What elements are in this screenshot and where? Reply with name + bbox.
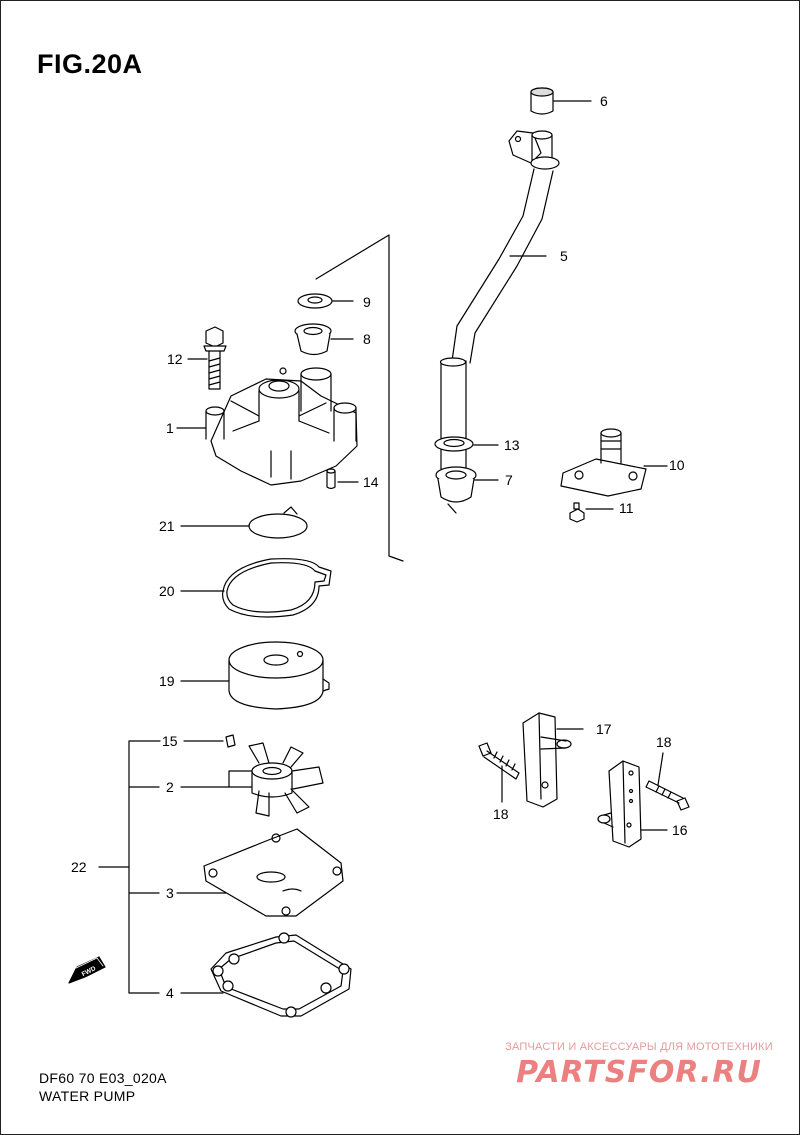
part-21-o-ring — [248, 506, 308, 539]
part-4-gasket — [210, 932, 352, 1018]
watermark-logo: PARTSFOR.RU — [516, 1055, 762, 1090]
part-11-screw — [569, 502, 585, 523]
callout-14: 14 — [363, 474, 379, 490]
callout-15: 15 — [162, 733, 178, 749]
part-13-ring — [434, 436, 474, 452]
part-20-seal-ring — [222, 558, 332, 618]
callout-13: 13 — [504, 437, 520, 453]
part-9-washer — [297, 293, 333, 309]
callout-18-right: 18 — [656, 734, 672, 750]
assembly-bracket-line — [315, 234, 404, 562]
kit-bracket-22 — [98, 740, 161, 994]
part-12-bolt — [203, 326, 227, 390]
leader-18b — [657, 752, 664, 786]
part-8-grommet — [294, 323, 332, 356]
callout-2: 2 — [166, 779, 174, 795]
figure-title: FIG.20A — [37, 49, 143, 79]
figure-code: DF60 70 E03_020A — [39, 1070, 167, 1086]
part-3-plate — [203, 828, 344, 917]
callout-1: 1 — [166, 420, 174, 436]
figure-name: WATER PUMP — [39, 1088, 136, 1104]
callout-7: 7 — [505, 472, 513, 488]
part-15-key — [225, 734, 236, 748]
callout-19: 19 — [159, 673, 175, 689]
part-18-screw-left — [478, 742, 520, 780]
callout-17: 17 — [596, 721, 612, 737]
part-18-screw-right — [645, 780, 690, 811]
part-10-nipple — [560, 428, 647, 497]
callout-20: 20 — [159, 583, 175, 599]
part-2-impeller — [228, 742, 324, 817]
part-6-sleeve — [530, 87, 554, 115]
watermark-tagline: ЗАПЧАСТИ И АКСЕССУАРЫ ДЛЯ МОТОТЕХНИКИ — [505, 1041, 773, 1053]
part-7-grommet — [435, 466, 477, 514]
callout-9: 9 — [363, 294, 371, 310]
part-19-housing — [228, 641, 330, 710]
callout-22: 22 — [71, 859, 87, 875]
callout-8: 8 — [363, 331, 371, 347]
callout-4: 4 — [166, 985, 174, 1001]
callout-3: 3 — [166, 885, 174, 901]
callout-16: 16 — [672, 822, 688, 838]
callout-18-left: 18 — [493, 806, 509, 822]
callout-10: 10 — [669, 457, 685, 473]
part-14-pin — [326, 468, 336, 490]
callout-6: 6 — [600, 93, 608, 109]
callout-12: 12 — [167, 351, 183, 367]
callout-11: 11 — [619, 500, 634, 516]
part-17-holder — [522, 712, 572, 808]
callout-21: 21 — [159, 518, 175, 534]
fwd-arrow-icon: FWD — [68, 956, 106, 984]
part-5-water-tube — [439, 130, 560, 470]
part-16-holder — [597, 760, 642, 848]
part-1-pump-case — [205, 367, 358, 486]
watermark: ЗАПЧАСТИ И АКСЕССУАРЫ ДЛЯ МОТОТЕХНИКИ PA… — [489, 1041, 789, 1090]
callout-5: 5 — [560, 248, 568, 264]
